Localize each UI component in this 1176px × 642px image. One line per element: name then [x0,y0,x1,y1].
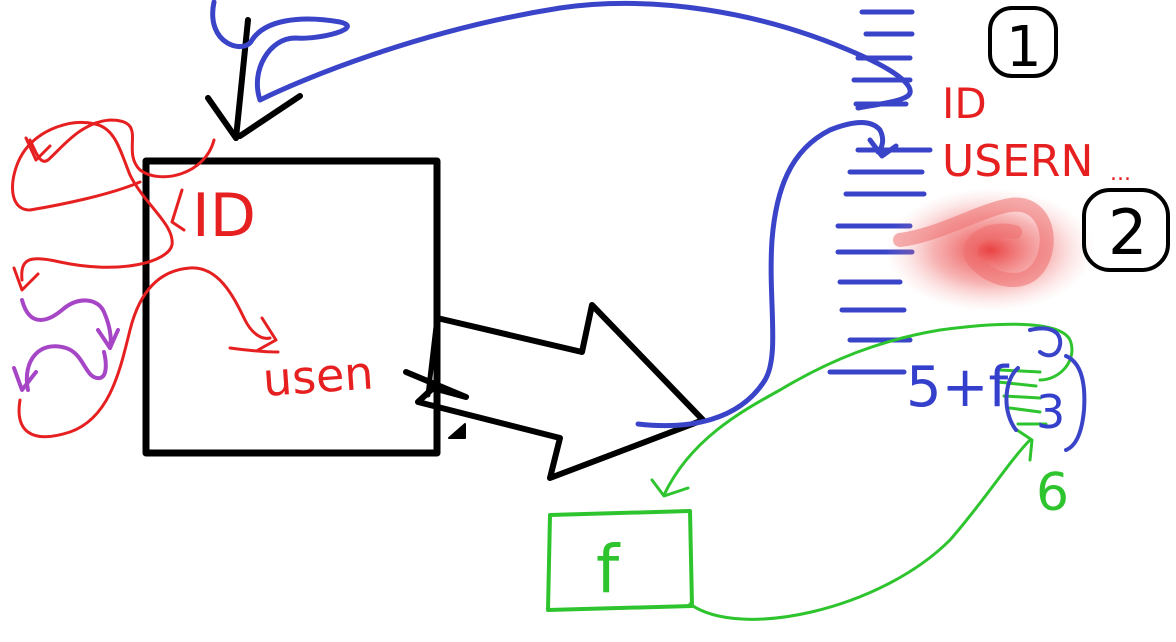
function-box-label: f [596,531,621,608]
green-return-arrowhead [650,478,690,498]
marker-1-number: 1 [1006,15,1042,80]
arg-paren-left [1004,366,1020,432]
marker-2-frame [1082,188,1170,272]
formula-arg: 3 [1036,385,1065,439]
box-id-label: ID [192,181,256,251]
red-scribbles [11,118,280,439]
green-scribble-near-3 [996,368,1048,426]
formula-result: 6 [1036,463,1069,523]
function-box [546,509,694,612]
main-box [142,157,441,457]
green-return-curve [662,322,1074,497]
formula-expression: 5+f [906,355,1010,420]
list-ellipsis: ... [1110,161,1131,186]
marker-2-number: 2 [1108,196,1147,269]
arg-bracket [1028,326,1087,452]
incoming-arrow [205,17,303,141]
red-smudge-scribble [893,197,1054,287]
list-id-label: ID [942,79,987,128]
list-user-label: USERN [942,136,1093,187]
purple-scribbles [12,298,120,392]
big-hollow-arrow [403,302,706,481]
blue-loop-curve [210,0,913,111]
box-user-label: usen [261,345,375,407]
green-call-arrowhead [1012,426,1034,462]
blue-return-curve [635,120,886,429]
green-call-curve [688,438,1032,621]
marker-1-frame [988,6,1058,78]
big-hollow-arrow-tail [425,315,440,398]
box-corner-mark [448,423,466,439]
